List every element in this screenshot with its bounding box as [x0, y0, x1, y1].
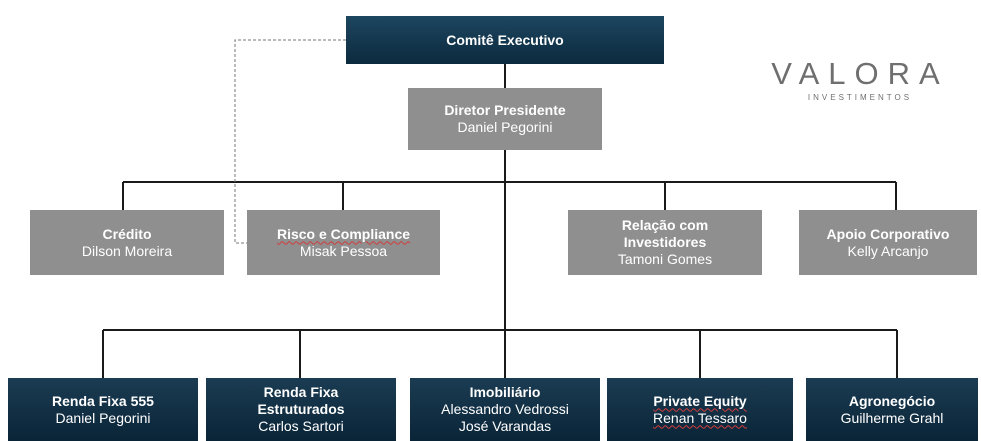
diretor-presidente-box: Diretor Presidente Daniel Pegorini	[408, 88, 602, 150]
agronegocio-title: Agronegócio	[848, 392, 936, 409]
renda-fixa-estruturados-title-line2: Estruturados	[257, 401, 345, 418]
credito-name: Dilson Moreira	[81, 242, 173, 259]
imobiliario-title: Imobiliário	[469, 384, 541, 401]
private-equity-name: Renan Tessaro	[653, 409, 747, 426]
valora-logo: VALORA INVESTIMENTOS	[760, 56, 960, 102]
renda-fixa-555-title: Renda Fixa 555	[52, 392, 154, 409]
risco-compliance-name: Misak Pessoa	[299, 242, 388, 259]
private-equity-box: Private Equity Renan Tessaro	[607, 378, 793, 441]
relacao-investidores-title-line2: Investidores	[623, 234, 707, 251]
connector-dashed-committee-risk	[234, 39, 346, 244]
relacao-investidores-name: Tamoni Gomes	[617, 250, 713, 267]
relacao-investidores-title-line1: Relação com	[621, 217, 709, 234]
diretor-presidente-title: Diretor Presidente	[444, 102, 566, 119]
credito-box: Crédito Dilson Moreira	[30, 210, 224, 275]
agronegocio-name: Guilherme Grahl	[840, 409, 944, 426]
renda-fixa-555-name: Daniel Pegorini	[55, 409, 151, 426]
renda-fixa-estruturados-title-line1: Renda Fixa	[263, 384, 339, 401]
diretor-presidente-name: Daniel Pegorini	[457, 119, 553, 135]
imobiliario-name-line2: José Varandas	[458, 417, 552, 434]
imobiliario-name-line1: Alessandro Vedrossi	[441, 401, 569, 418]
imobiliario-box: Imobiliário Alessandro Vedrossi José Var…	[410, 378, 600, 441]
apoio-corporativo-box: Apoio Corporativo Kelly Arcanjo	[799, 210, 977, 275]
private-equity-title: Private Equity	[653, 392, 747, 409]
risco-compliance-box: Risco e Compliance Misak Pessoa	[247, 210, 440, 275]
risco-compliance-title: Risco e Compliance	[276, 225, 411, 242]
logo-wordmark: VALORA	[771, 56, 949, 91]
credito-title: Crédito	[102, 225, 152, 242]
renda-fixa-estruturados-box: Renda Fixa Estruturados Carlos Sartori	[206, 378, 396, 441]
comite-executivo-box: Comitê Executivo	[346, 16, 664, 64]
apoio-corporativo-name: Kelly Arcanjo	[847, 242, 929, 259]
comite-executivo-title: Comitê Executivo	[446, 31, 564, 48]
logo-tagline: INVESTIMENTOS	[807, 93, 913, 102]
apoio-corporativo-title: Apoio Corporativo	[826, 225, 950, 242]
renda-fixa-estruturados-name: Carlos Sartori	[258, 417, 344, 434]
relacao-investidores-box: Relação com Investidores Tamoni Gomes	[568, 210, 762, 275]
renda-fixa-555-box: Renda Fixa 555 Daniel Pegorini	[8, 378, 198, 441]
agronegocio-box: Agronegócio Guilherme Grahl	[806, 378, 978, 441]
